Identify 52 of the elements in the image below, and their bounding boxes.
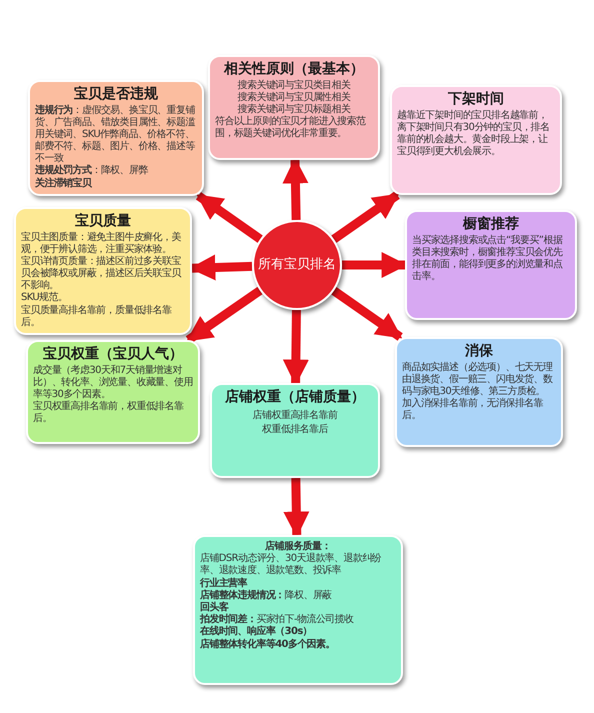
card-text: 搜索关键词与宝贝属性相关 bbox=[236, 92, 352, 104]
card-text: 越靠近下架时间的宝贝排名越靠前，离下架时间只有30分钟的宝贝，排名靠前的机会越大。黄金时段上架，让宝贝得到更大机会展示。 bbox=[397, 110, 551, 158]
card-text: 店铺权重高排名靠前 bbox=[252, 410, 338, 422]
card-text: 搜索关键词与宝贝类目相关 bbox=[236, 80, 352, 92]
card-text: 宝贝质量高排名靠前，质量低排名靠后。 bbox=[21, 304, 172, 329]
card-text: 宝贝主图质量：避免主图牛皮癣化，美观，便于辨认筛选，注重买家体验。 bbox=[21, 232, 182, 256]
card-title: 宝贝是否违规 bbox=[73, 86, 159, 104]
card-text: 搜索关键词与宝贝标题相关 bbox=[236, 104, 352, 116]
arrow bbox=[196, 192, 263, 243]
arrow bbox=[331, 191, 400, 243]
info-card bbox=[395, 337, 563, 447]
card-text: 商品如实描述（必选项）、七天无理由退换货、假一赔三、闪电发货、数码与家电30天维修、第三方质检。 bbox=[402, 362, 554, 398]
card-title: 宝贝权重（宝贝人气） bbox=[42, 346, 184, 364]
card-text: 关注滞销宝贝 bbox=[35, 178, 93, 190]
card-text: 宝贝权重高排名靠前，权重低排名靠后。 bbox=[33, 401, 184, 426]
info-card bbox=[208, 55, 380, 160]
card-text: 违规处罚方式：降权、屏弊 bbox=[35, 165, 149, 177]
card-title: 店铺权重（店铺质量） bbox=[224, 389, 366, 406]
card-text: 行业主营率 bbox=[200, 578, 248, 589]
info-card bbox=[26, 340, 200, 444]
card-text: SKU规范。 bbox=[21, 292, 68, 304]
circle-label: 所有宝贝排名 bbox=[258, 256, 336, 274]
card-title: 相关性原则（最基本） bbox=[222, 61, 365, 78]
card-text: 宝贝详情页质量：描述区前过多关联宝贝会被降权或屏蔽，描述区后关联宝贝不影响。 bbox=[21, 256, 182, 292]
card-text: 店铺整体违规情况：降权、屏蔽 bbox=[200, 590, 333, 601]
info-card bbox=[210, 383, 380, 478]
card-title: 宝贝质量 bbox=[74, 213, 132, 230]
arrow bbox=[331, 287, 403, 341]
card-title: 消保 bbox=[464, 343, 494, 360]
info-card bbox=[14, 207, 192, 335]
card-text: 店铺整体转化率等40多个因素。 bbox=[200, 638, 336, 651]
card-text: 回头客 bbox=[200, 602, 230, 614]
card-text: 符合以上原则的宝贝才能进入搜索范围，标题关键词优化非常重要。 bbox=[215, 116, 367, 140]
card-text: 成交量（考虑30天和7天销量增速对比）、转化率、浏览量、收藏量、使用率等30多个因素。 bbox=[33, 364, 193, 400]
card-text: 加入消保排名靠前，无消保排名靠后。 bbox=[402, 398, 544, 422]
card-title: 橱窗推荐 bbox=[462, 216, 520, 234]
card-text: 权重低排名靠后 bbox=[261, 424, 329, 436]
card-text: 拍发时间差：买家拍下-物流公司揽收 bbox=[200, 614, 354, 626]
card-text: 违规行为：虚假交易、换宝贝、重复铺货、广告商品、错放类目属性、标题滥用关键词、SKU作弊商品、价格不符、邮费不符、标题、图片、价格、描述等不一致 bbox=[35, 104, 196, 164]
card-text: 店铺服务质量： bbox=[264, 541, 332, 552]
info-card bbox=[28, 80, 204, 196]
info-card bbox=[193, 535, 403, 685]
arrow bbox=[186, 286, 263, 344]
info-card bbox=[405, 210, 577, 320]
card-text: 店铺DSR动态评分、30天退款率、退款纠纷率、退款速度、退款笔数、投诉率 bbox=[200, 553, 382, 577]
card-title: 下架时间 bbox=[447, 91, 505, 108]
arrow bbox=[283, 478, 310, 538]
info-card bbox=[390, 85, 562, 195]
arrow bbox=[282, 157, 308, 220]
card-text: 当买家选择搜索或点击“我要买”根据类目来搜索时，橱窗推荐宝贝会优先排在前面，能得到更多的浏览量和点击率。 bbox=[412, 234, 564, 284]
arrow bbox=[282, 310, 309, 386]
card-text: 在线时间、响应率（30s） bbox=[200, 626, 314, 638]
